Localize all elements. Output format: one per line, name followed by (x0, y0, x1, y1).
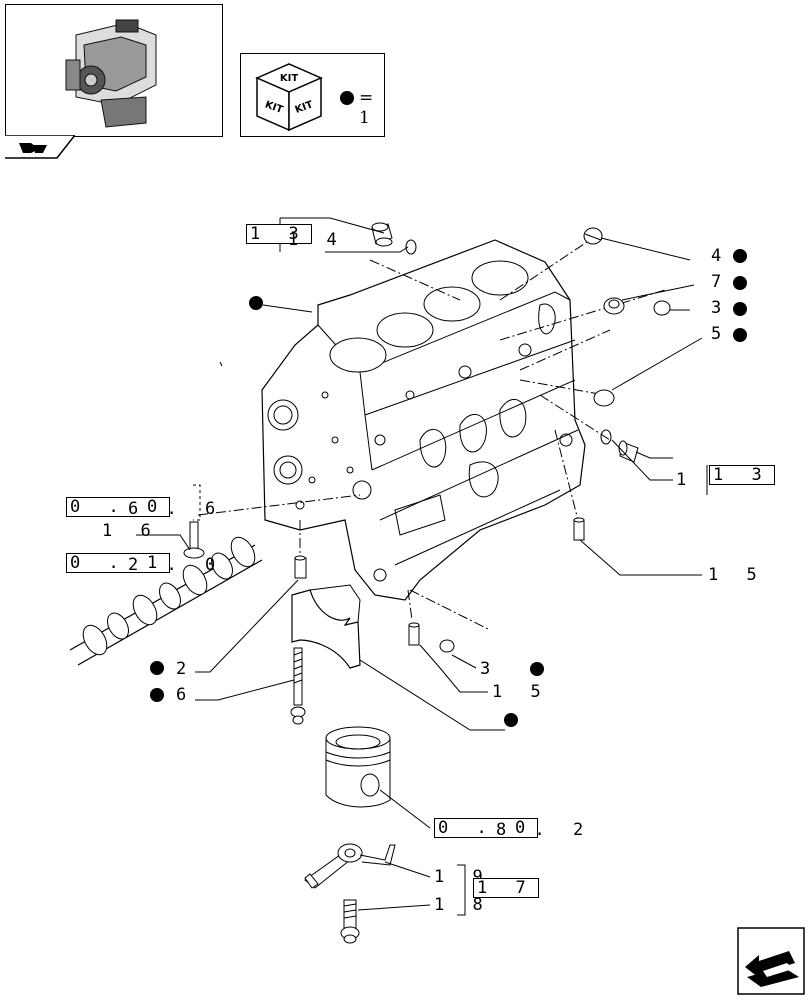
ref-label-15-right: 1 5 (708, 565, 766, 585)
ref-label-19: 1 9 (434, 867, 492, 887)
ref-label-4: 4 (711, 246, 731, 266)
bolt-part-6 (290, 647, 306, 725)
ref-box-0-0-6-6[interactable]: 0 . 0 (66, 497, 171, 517)
ref-label-16: 1 6 (102, 521, 160, 541)
main-bearing-cap (291, 589, 361, 669)
previous-page-icon[interactable] (5, 134, 77, 159)
piston (325, 726, 391, 808)
ref-label-3-bottom: 3 (480, 659, 500, 679)
kit-cube-icon: KIT KIT KIT (255, 63, 323, 132)
ref-label-0-0-6-6: 6 . 6 (128, 499, 225, 519)
ref-box-13-top[interactable]: 1 3 (246, 224, 312, 244)
bolt-part-18 (340, 899, 360, 944)
ref-box-17[interactable]: 1 7 (473, 878, 539, 898)
dowel-part-2 (294, 557, 307, 579)
ref-label-2: 2 (176, 659, 196, 679)
engine-thumbnail-frame (5, 4, 223, 137)
dowel-part-bottom (408, 624, 420, 646)
cap-part-4 (583, 227, 603, 245)
kit-legend: KIT KIT KIT = 1 (240, 53, 385, 137)
next-page-icon[interactable] (737, 927, 805, 995)
bolt-part-16 (189, 521, 199, 551)
engine-thumbnail-icon (65, 19, 157, 128)
ref-label-0-1-2-0: 2 . 0 (128, 555, 225, 575)
dowel-part-right (573, 519, 585, 541)
ref-label-0-0-8-2: 8 . 2 (496, 820, 593, 840)
cap-part-7 (603, 297, 625, 315)
plug-part-right (618, 440, 639, 463)
cap-part-3 (653, 300, 671, 316)
camshaft (69, 536, 263, 666)
oil-jet (304, 843, 396, 889)
ref-label-18: 1 8 (434, 895, 492, 915)
ref-label-5: 5 (711, 324, 731, 344)
ref-box-0-1-2-0[interactable]: 0 . 1 (66, 553, 171, 573)
ref-label-15-bottom: 1 5 (492, 682, 550, 702)
cap-part-5 (593, 389, 615, 407)
ref-label-6: 6 (176, 685, 196, 705)
next-page-button[interactable] (737, 927, 805, 995)
washer-part-right (600, 429, 612, 445)
bullet-icon (340, 91, 354, 105)
washer-part (405, 239, 417, 255)
cylinder-block (261, 239, 586, 601)
previous-page-tab[interactable] (5, 134, 77, 159)
ref-label-3-top: 3 (711, 298, 731, 318)
ref-box-13-right[interactable]: 1 3 (709, 465, 775, 485)
kit-label-top: KIT (280, 73, 298, 84)
plug-part (371, 222, 393, 247)
ref-box-0-0-8-2[interactable]: 0 . 0 (434, 818, 539, 838)
kit-equals-text: = 1 (359, 88, 374, 128)
cap-part-3-bottom (439, 639, 455, 653)
ref-label-14-top: 1 4 (288, 230, 346, 250)
ref-label-7: 7 (711, 272, 731, 292)
